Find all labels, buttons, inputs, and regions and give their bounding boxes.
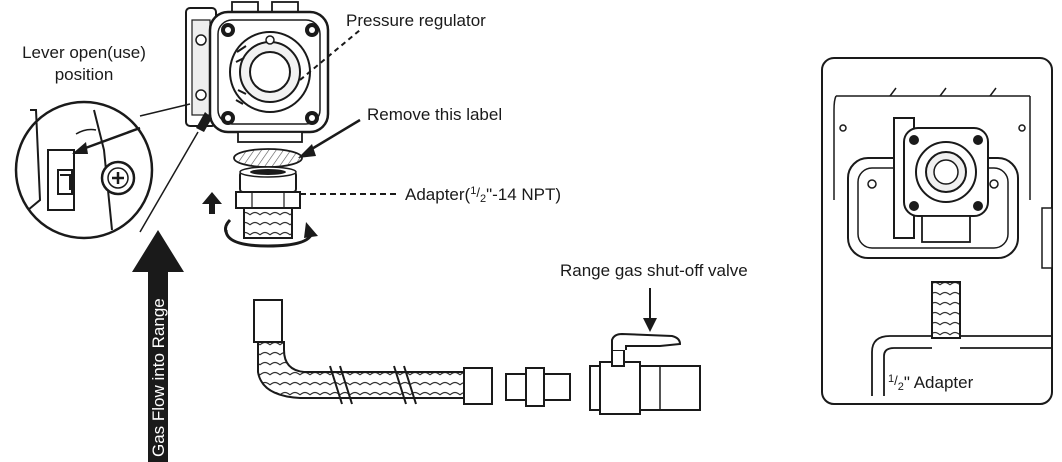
half-inch-slash: / [894, 373, 898, 388]
adapter-label: Adapter(1/2"-14 NPT) [405, 185, 561, 205]
lever-arrow [72, 126, 141, 154]
installed-view-inset [821, 57, 1053, 405]
half-inch-num: 1 [888, 373, 894, 385]
half-inch-suffix: " Adapter [904, 373, 974, 392]
adapter-illustration [235, 166, 301, 239]
pressure-regulator-illustration [185, 1, 330, 143]
remove-label-text: Remove this label [367, 105, 502, 124]
remove-label-arrow [298, 118, 361, 158]
shutoff-arrow [643, 288, 657, 332]
gas-flow-arrow [132, 230, 184, 462]
flare-connector [505, 367, 571, 407]
lever-label-line1: Lever open(use) [22, 43, 146, 62]
gas-flow-label: Gas Flow into Range [149, 298, 168, 457]
half-inch-adapter-label: 1/2" Adapter [888, 373, 974, 393]
lever-detail-magnifier [14, 100, 199, 240]
lever-label-line2: position [55, 65, 114, 84]
pressure-regulator-label: Pressure regulator [346, 11, 486, 30]
adapter-label-frac-den: 2 [480, 193, 486, 205]
pressure-regulator-leader [299, 29, 361, 81]
shutoff-valve [589, 332, 701, 415]
adapter-label-prefix: Adapter( [405, 185, 471, 204]
adapter-label-frac-slash: / [476, 185, 480, 200]
label-sticker [233, 148, 303, 168]
insert-up-arrow [202, 192, 222, 214]
flex-hose [253, 299, 493, 405]
shutoff-valve-label: Range gas shut-off valve [560, 261, 748, 280]
half-inch-den: 2 [898, 381, 904, 393]
rotation-arrow [224, 218, 318, 248]
adapter-label-frac-num: 1 [470, 185, 476, 197]
adapter-label-suffix: "-14 NPT) [486, 185, 561, 204]
